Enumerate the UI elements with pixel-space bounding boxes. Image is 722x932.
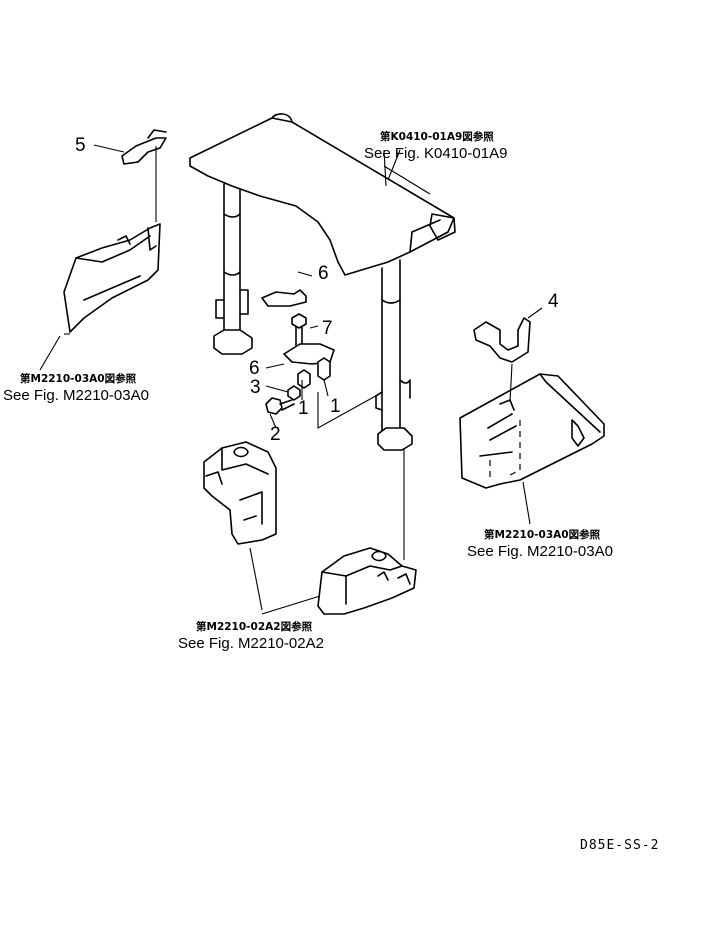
callout-3: 3	[250, 377, 261, 398]
callout-6-upper: 6	[318, 263, 329, 284]
leader-lines	[39, 144, 543, 615]
lower-left-mount	[203, 441, 277, 545]
ref-m2210-left-see: See Fig. M2210-03A0	[3, 387, 149, 404]
callout-2: 2	[270, 424, 281, 445]
callout-6-lower: 6	[249, 358, 260, 379]
callout-4: 4	[548, 291, 559, 312]
ref-m2210-02a2-see: See Fig. M2210-02A2	[178, 635, 324, 652]
bracket-part-5	[121, 129, 167, 222]
left-side-cover	[63, 223, 161, 333]
lower-right-mount	[317, 547, 417, 615]
drawing-code: D85E-SS-2	[580, 838, 659, 853]
ref-m2210-right-jp: 第M2210-03A0図参照	[484, 528, 601, 541]
ref-k0410-see: See Fig. K0410-01A9	[364, 145, 507, 162]
ref-k0410-jp: 第K0410-01A9図参照	[380, 130, 494, 143]
callout-1-left: 1	[298, 398, 309, 419]
ref-m2210-left-jp: 第M2210-03A0図参照	[20, 372, 137, 385]
callout-7: 7	[322, 318, 333, 339]
callout-1-right: 1	[330, 396, 341, 417]
callout-5: 5	[75, 135, 86, 156]
bracket-part-4	[473, 317, 531, 403]
canopy-frame	[189, 113, 456, 451]
hardware-group	[261, 289, 335, 415]
ref-m2210-02a2-jp: 第M2210-02A2図参照	[196, 620, 313, 633]
ref-m2210-right-see: See Fig. M2210-03A0	[467, 543, 613, 560]
right-side-cover	[459, 373, 605, 489]
